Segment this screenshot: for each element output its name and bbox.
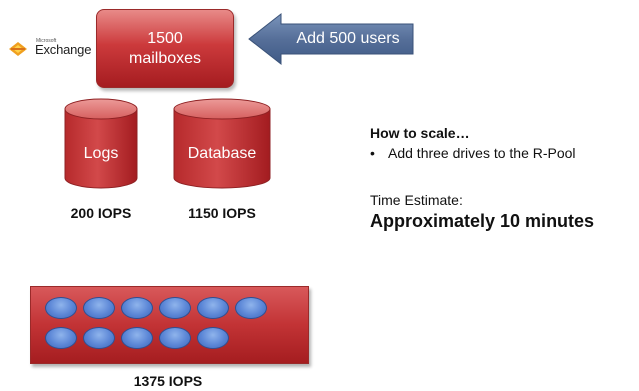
drive-icon [45,327,77,349]
scale-heading: How to scale… [370,125,470,141]
exchange-logo-icon [9,42,27,56]
logs-cylinder: Logs [63,98,139,190]
mailbox-count: 1500 [147,29,183,47]
drive-icon [159,327,191,349]
drive-icon [45,297,77,319]
drive-icon [121,297,153,319]
drive-icon [235,297,267,319]
scale-bullet-text: Add three drives to the R-Pool [388,145,576,161]
database-cylinder: Database [172,98,272,190]
arrow-label: Add 500 users [296,30,400,47]
exchange-logo: Microsoft Exchange [6,36,96,62]
drive-icon [197,297,229,319]
logs-cylinder-shape [64,98,138,189]
time-estimate-value: Approximately 10 minutes [370,211,595,231]
mailbox-box: 1500 mailboxes [96,9,234,88]
scale-bullet: • Add three drives to the R-Pool [370,145,576,161]
logo-name: Exchange [35,42,92,57]
drive-icon [197,327,229,349]
logo-small-text: Microsoft [36,38,57,44]
drive-icon [159,297,191,319]
database-iops: 1150 IOPS [188,205,256,221]
r-pool [30,286,309,364]
mailbox-label: mailboxes [128,49,202,67]
logs-iops: 200 IOPS [70,205,132,221]
database-label: Database [187,145,257,162]
time-estimate-label: Time Estimate: [370,192,463,208]
logs-label: Logs [83,145,119,162]
pool-iops: 1375 IOPS [133,373,203,389]
drive-icon [83,297,115,319]
drive-icon [121,327,153,349]
drive-icon [83,327,115,349]
bullet-dot-icon: • [370,145,375,161]
add-users-arrow: Add 500 users [247,12,415,66]
arrow-shape [248,12,414,66]
database-cylinder-shape [173,98,271,189]
